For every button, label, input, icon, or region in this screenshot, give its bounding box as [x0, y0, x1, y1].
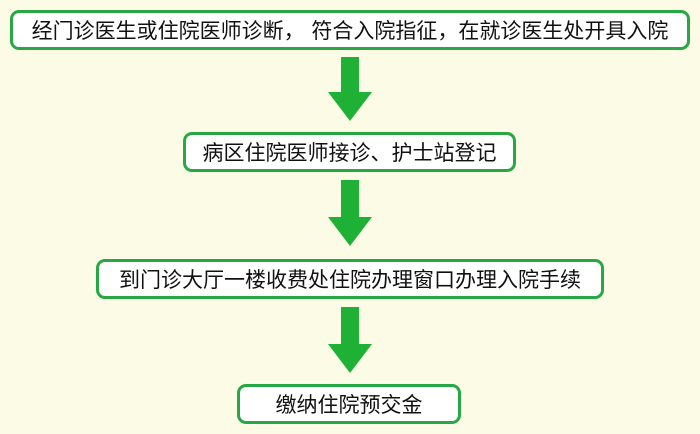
- flow-step-2: 病区住院医师接诊、护士站登记: [183, 132, 516, 172]
- down-arrow-icon-shape: [328, 180, 372, 246]
- flow-step-1: 经门诊医生或住院医师诊断， 符合入院指征，在就诊医生处开具入院: [10, 10, 690, 50]
- flow-step-2-label: 病区住院医师接诊、护士站登记: [202, 141, 497, 165]
- down-arrow-icon-shape: [328, 57, 372, 121]
- down-arrow-icon: [328, 57, 372, 121]
- down-arrow-icon: [328, 307, 372, 373]
- flow-step-3-label: 到门诊大厅一楼收费处住院办理窗口办理入院手续: [119, 268, 581, 292]
- flow-step-3: 到门诊大厅一楼收费处住院办理窗口办理入院手续: [96, 259, 604, 299]
- flow-step-4-label: 缴纳住院预交金: [275, 393, 423, 417]
- flow-step-1-label: 经门诊医生或住院医师诊断， 符合入院指征，在就诊医生处开具入院: [31, 19, 669, 43]
- flow-step-4: 缴纳住院预交金: [237, 384, 461, 424]
- down-arrow-icon: [328, 180, 372, 246]
- down-arrow-icon-shape: [328, 307, 372, 373]
